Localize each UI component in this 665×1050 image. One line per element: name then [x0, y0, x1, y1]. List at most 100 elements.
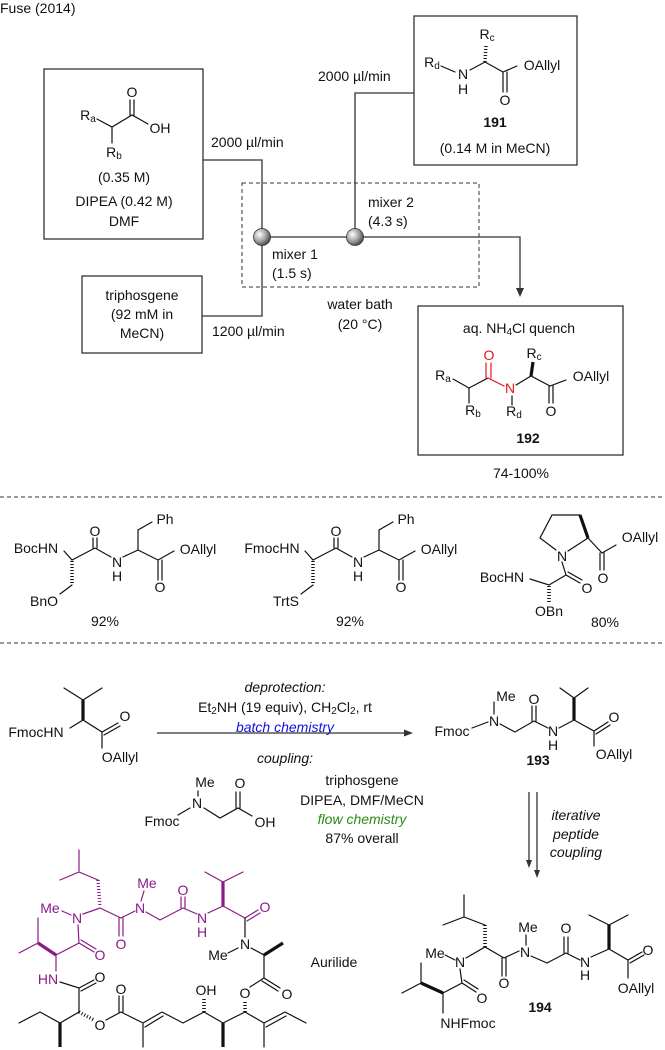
atom-label: H — [548, 737, 558, 753]
iterative-label: peptide — [552, 826, 599, 842]
atom-label: O — [127, 84, 138, 100]
compound-number-193: 193 — [526, 752, 550, 768]
atom-label: N — [192, 795, 202, 811]
atom-label: N — [197, 910, 207, 926]
fmoc-sarcosine-structure: Me N Fmoc O OH — [145, 774, 276, 830]
atom-label: H — [580, 967, 590, 983]
atom-label: O — [116, 981, 127, 997]
example-dipeptide-1: BocHN O N H Ph OAllyl O BnO 92% — [14, 511, 216, 629]
atom-label: O — [116, 936, 127, 952]
mixer-1-icon — [253, 228, 271, 246]
water-bath-temperature: (20 °C) — [338, 316, 383, 332]
atom-label: Fmoc — [435, 723, 470, 739]
atom-label: Rd — [424, 54, 440, 72]
iterative-coupling-arrow — [526, 792, 540, 878]
atom-label: Ph — [397, 511, 414, 527]
atom-label: O — [240, 985, 251, 1001]
atom-label: N — [240, 936, 250, 952]
product-box: aq. NH4Cl quench O N Rc Ra Rb Rd OAllyl … — [417, 305, 624, 456]
atom-label: OAllyl — [622, 529, 659, 545]
flow-yield: 74-100% — [493, 465, 549, 481]
atom-label: O — [95, 969, 106, 985]
coupling-reagent: triphosgene — [325, 772, 398, 788]
new-amide-nitrogen: N — [505, 380, 515, 396]
atom-label: HN — [38, 971, 58, 987]
atom-label: O — [155, 579, 166, 595]
atom-label: N — [458, 66, 468, 82]
compound-194-structure: Me N O N Me O N H O OAllyl O NHFmoc 194 — [401, 894, 655, 1031]
atom-label: O — [260, 899, 271, 915]
example-dipeptide-2: FmocHN O N H Ph OAllyl O TrtS 92% — [244, 511, 457, 629]
aurilide-label: Aurilide — [311, 954, 358, 970]
atom-label: Rc — [479, 26, 494, 44]
example-yield: 92% — [336, 613, 364, 629]
atom-label: O — [499, 975, 510, 991]
amine-feed-box: Rc Rd N H OAllyl O 191 (0.14 M in MeCN) — [413, 15, 578, 166]
atom-label: OH — [150, 120, 171, 136]
atom-label: O — [95, 947, 106, 963]
atom-label: H — [112, 568, 122, 584]
example-yield: 92% — [91, 613, 119, 629]
atom-label: OAllyl — [102, 749, 139, 765]
atom-label: N — [112, 554, 122, 570]
atom-label: O — [178, 882, 189, 898]
compound-number-191: 191 — [483, 114, 507, 130]
atom-label: N — [455, 954, 465, 970]
overall-yield: 87% overall — [325, 830, 398, 846]
atom-label: O — [477, 990, 488, 1006]
aurilide-structure: Me N O N Me O N H O O HN N Me O O O O O … — [18, 849, 307, 1048]
triphosgene-feed-box: triphosgene (92 mM in MeCN) — [81, 275, 203, 354]
atom-label: O — [561, 920, 572, 936]
amine-flow-rate: 2000 µl/min — [318, 68, 391, 84]
example-dipeptide-3: N OAllyl O O BocHN OBn 80% — [480, 514, 659, 630]
coupling-title: coupling: — [257, 750, 313, 766]
atom-label: N — [489, 713, 499, 729]
atom-label: N — [580, 954, 590, 970]
atom-label: Rb — [106, 144, 122, 162]
atom-label: O — [235, 775, 246, 791]
atom-label: Rc — [526, 345, 541, 363]
atom-label: N — [557, 548, 567, 564]
atom-label: O — [331, 523, 342, 539]
amine-concentration: (0.14 M in MeCN) — [440, 140, 550, 156]
mixer-1-time: (1.5 s) — [272, 265, 312, 281]
compound-number-194: 194 — [528, 999, 552, 1015]
triphosgene-solvent: MeCN) — [120, 325, 164, 341]
atom-label: Rd — [506, 403, 522, 421]
solvent-label: DMF — [109, 213, 139, 229]
atom-label: O — [90, 523, 101, 539]
carboxylic-acid-structure: O OH Ra Rb — [80, 84, 170, 162]
atom-label: O — [598, 570, 609, 586]
example-yield: 80% — [591, 614, 619, 630]
deprotection-conditions: Et2NH (19 equiv), CH2Cl2, rt — [198, 699, 372, 717]
compound-number-192: 192 — [516, 430, 540, 446]
atom-label: Ph — [156, 511, 173, 527]
acid-concentration: (0.35 M) — [98, 169, 150, 185]
new-amide-oxygen: O — [484, 347, 495, 363]
batch-chemistry-label: batch chemistry — [236, 719, 335, 735]
atom-label: H — [197, 924, 207, 940]
atom-label: N — [353, 554, 363, 570]
water-bath-outline — [241, 182, 480, 288]
atom-label: FmocHN — [8, 724, 63, 740]
atom-label: OAllyl — [596, 746, 633, 762]
atom-label: TrtS — [273, 593, 299, 609]
quench-label: aq. NH4Cl quench — [463, 320, 575, 338]
atom-label: OAllyl — [421, 541, 458, 557]
scheme-title: Fuse (2014) — [0, 0, 75, 16]
atom-label: H — [353, 568, 363, 584]
atom-label: OBn — [535, 603, 563, 619]
atom-label: Fmoc — [145, 813, 180, 829]
atom-label: N — [520, 944, 530, 960]
atom-label: O — [500, 92, 511, 108]
water-bath-label: water bath — [326, 296, 392, 312]
atom-label: O — [282, 986, 293, 1002]
reaction-arrow — [157, 729, 413, 737]
atom-label: BnO — [30, 593, 58, 609]
atom-label: OAllyl — [618, 980, 655, 996]
atom-label: N — [548, 723, 558, 739]
triphosgene-concentration: (92 mM in — [111, 306, 173, 322]
atom-label: Me — [208, 947, 228, 963]
atom-label: Rb — [465, 402, 481, 420]
acid-feed-box: O OH Ra Rb (0.35 M) DIPEA (0.42 M) DMF — [43, 68, 204, 240]
